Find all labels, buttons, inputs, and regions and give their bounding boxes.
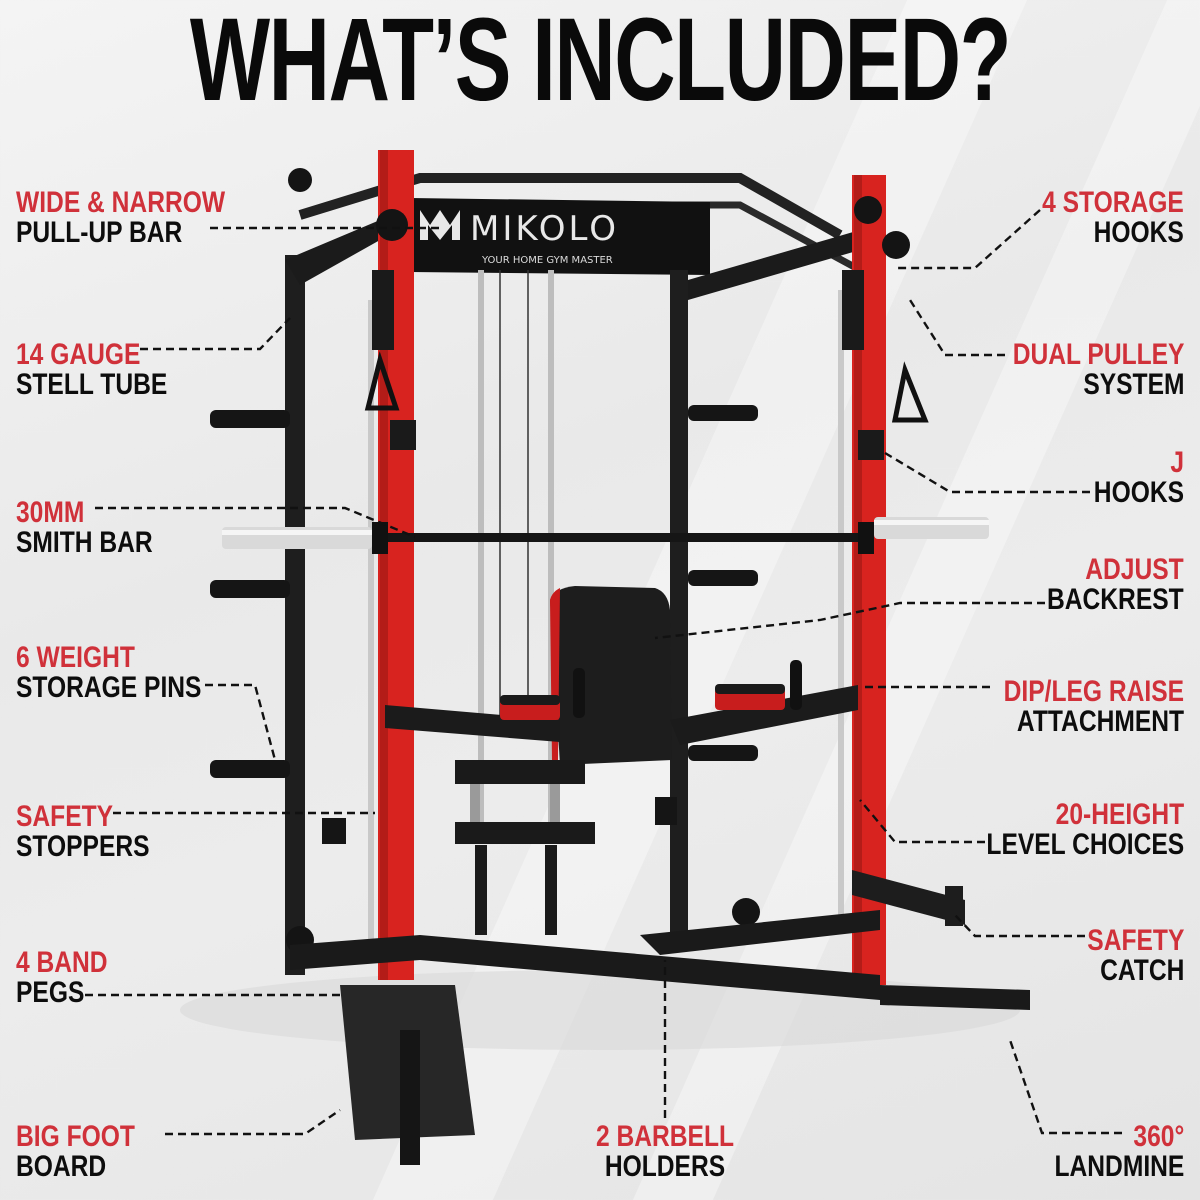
feature-name: STELL TUBE bbox=[16, 368, 168, 401]
feature-highlight: 20-HEIGHT bbox=[1055, 798, 1184, 831]
feature-highlight: 6 WEIGHT bbox=[16, 641, 135, 674]
foot-board bbox=[340, 985, 475, 1165]
feature-smith-bar: 30MM SMITH BAR bbox=[16, 498, 183, 558]
barbell-holder-left bbox=[322, 818, 346, 844]
feature-storage-hooks: 4 STORAGE HOOKS bbox=[1011, 188, 1184, 248]
feature-highlight: 30MM bbox=[16, 496, 85, 529]
safety-catch bbox=[852, 870, 965, 925]
feature-highlight: WIDE & NARROW bbox=[16, 186, 226, 219]
feature-height-levels: 20-HEIGHT LEVEL CHOICES bbox=[943, 800, 1184, 860]
cable-handle-left bbox=[364, 351, 400, 411]
feature-name: HOLDERS bbox=[604, 1150, 726, 1183]
feature-dip-attachment: DIP/LEG RAISE ATTACHMENT bbox=[964, 677, 1184, 737]
feature-highlight: 4 STORAGE bbox=[1042, 186, 1184, 219]
feature-highlight: 360° bbox=[1133, 1120, 1184, 1153]
feature-name: STOPPERS bbox=[16, 830, 150, 863]
weight-storage-pins bbox=[210, 405, 758, 778]
feature-highlight: 14 GAUGE bbox=[16, 338, 141, 371]
rear-left-upright bbox=[285, 255, 305, 975]
backrest bbox=[550, 586, 672, 765]
feature-name: HOOKS bbox=[1093, 216, 1184, 249]
feature-steel-tube: 14 GAUGE STELL TUBE bbox=[16, 340, 200, 400]
feature-highlight: BIG FOOT bbox=[16, 1120, 135, 1153]
feature-foot-board: BIG FOOT BOARD bbox=[16, 1122, 161, 1182]
feature-band-pegs: 4 BAND PEGS bbox=[16, 948, 128, 1008]
mikolo-logo-icon bbox=[420, 210, 460, 240]
feature-name: PEGS bbox=[16, 976, 85, 1009]
feature-pull-up-bar: WIDE & NARROW PULL-UP BAR bbox=[16, 188, 271, 248]
leader-lines bbox=[85, 209, 1122, 1136]
feature-barbell-holders: 2 BARBELL HOLDERS bbox=[560, 1122, 770, 1182]
feature-backrest: ADJUST BACKREST bbox=[1017, 555, 1184, 615]
feature-highlight: DIP/LEG RAISE bbox=[1003, 675, 1184, 708]
feature-name: CATCH bbox=[1099, 954, 1184, 987]
feature-highlight: SAFETY bbox=[16, 800, 114, 833]
feature-highlight: DUAL PULLEY bbox=[1012, 338, 1184, 371]
rear-right-upright bbox=[670, 270, 688, 950]
mikolo-logo-plate: MIKOLO YOUR HOME GYM MASTER bbox=[410, 198, 710, 275]
feature-name: PULL-UP BAR bbox=[16, 216, 183, 249]
cable-handle-right bbox=[891, 361, 929, 423]
feature-name: LEVEL CHOICES bbox=[986, 828, 1184, 861]
barbell-holder-right bbox=[655, 797, 677, 825]
feature-safety-stoppers: SAFETY STOPPERS bbox=[16, 802, 179, 862]
feature-name: BACKREST bbox=[1047, 583, 1184, 616]
landmine bbox=[880, 985, 1030, 1010]
feature-name: SYSTEM bbox=[1082, 368, 1184, 401]
feature-name: BOARD bbox=[16, 1150, 107, 1183]
page-title: WHAT’S INCLUDED? bbox=[189, 0, 1012, 126]
feature-safety-catch: SAFETY CATCH bbox=[1066, 926, 1184, 986]
feature-j-hooks: J HOOKS bbox=[1074, 448, 1184, 508]
feature-highlight: SAFETY bbox=[1086, 924, 1184, 957]
dip-attachment bbox=[385, 660, 858, 745]
feature-name: STORAGE PINS bbox=[16, 671, 202, 704]
feature-highlight: 4 BAND bbox=[16, 946, 108, 979]
pull-up-bar bbox=[298, 173, 843, 240]
feature-highlight: J bbox=[1170, 446, 1184, 479]
logo-text: MIKOLO bbox=[470, 209, 619, 249]
feature-name: ATTACHMENT bbox=[1016, 705, 1184, 738]
feature-name: HOOKS bbox=[1093, 476, 1184, 509]
feature-name: LANDMINE bbox=[1054, 1150, 1184, 1183]
base-frame bbox=[290, 935, 880, 1000]
feature-landmine: 360° LANDMINE bbox=[1026, 1122, 1184, 1182]
smith-bar bbox=[222, 517, 989, 554]
tagline-text: YOUR HOME GYM MASTER bbox=[481, 255, 613, 266]
j-hook-left bbox=[390, 420, 416, 450]
feature-highlight: ADJUST bbox=[1085, 553, 1184, 586]
j-hook-right bbox=[858, 430, 884, 460]
feature-storage-pins: 6 WEIGHT STORAGE PINS bbox=[16, 643, 242, 703]
feature-highlight: 2 BARBELL bbox=[595, 1120, 735, 1153]
feature-name: SMITH BAR bbox=[16, 526, 153, 559]
feature-dual-pulley: DUAL PULLEY SYSTEM bbox=[975, 340, 1184, 400]
